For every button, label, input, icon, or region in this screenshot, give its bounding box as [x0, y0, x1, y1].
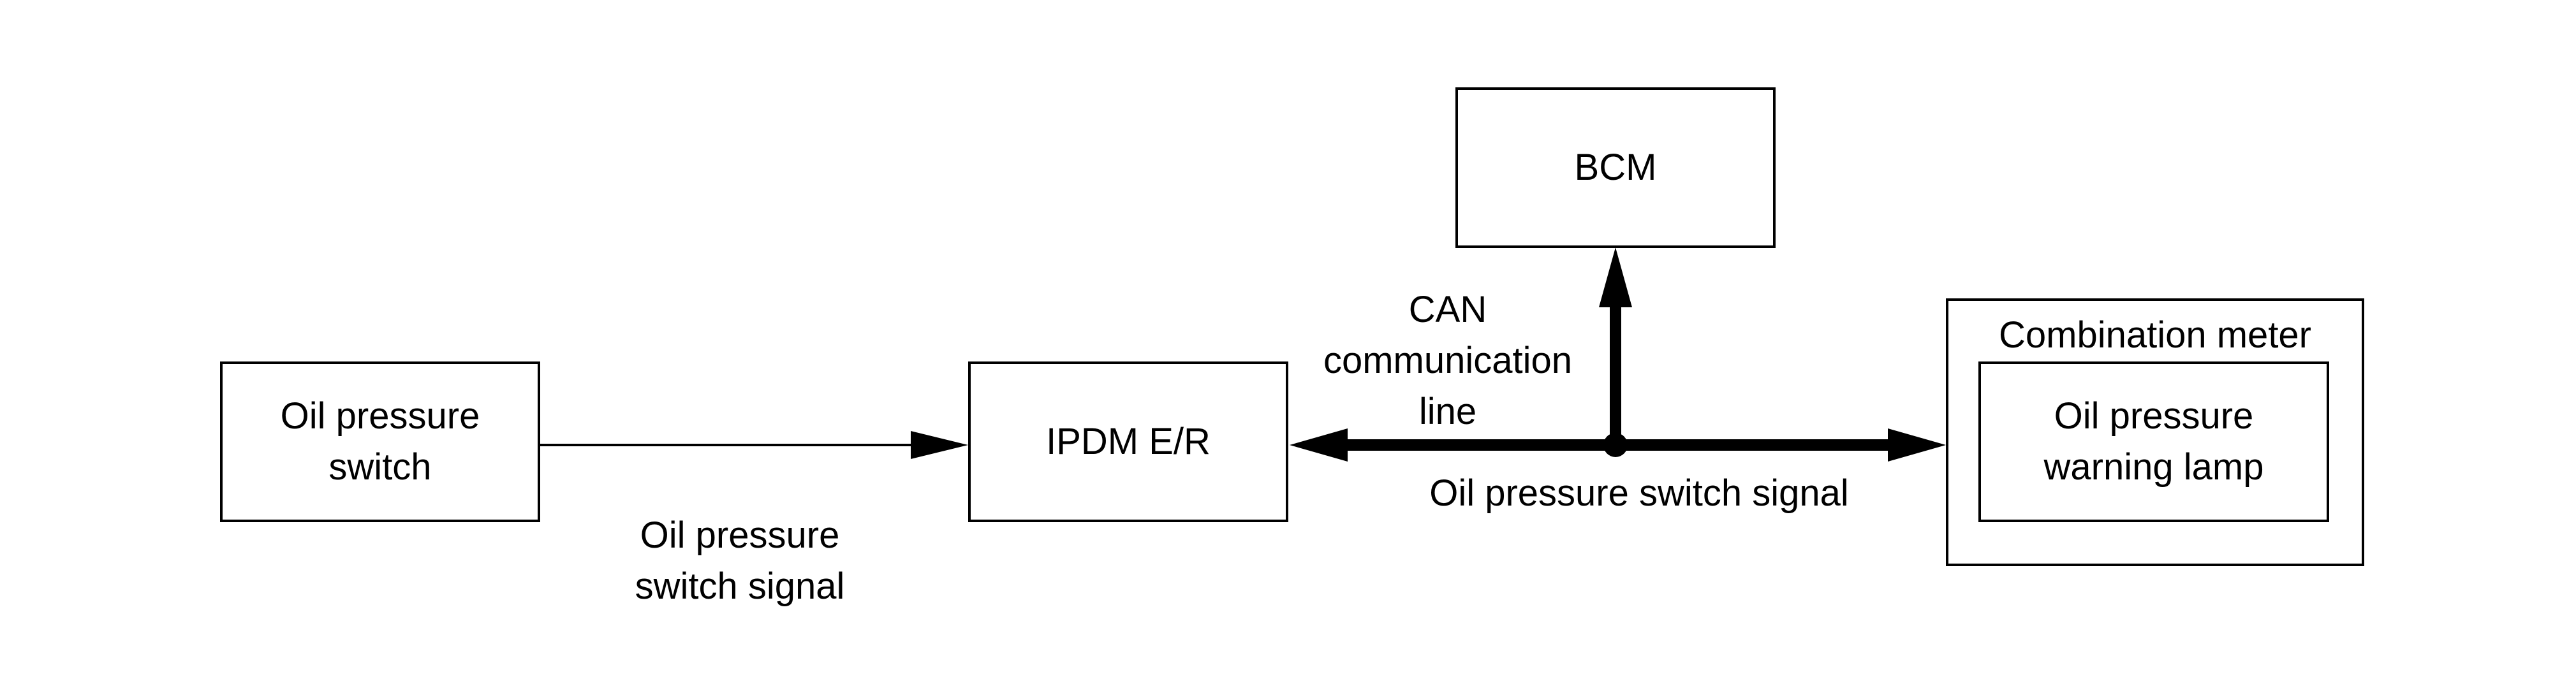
oil-pressure-switch-box: Oil pressure switch — [220, 361, 540, 522]
oil-pressure-warning-lamp-box: Oil pressure warning lamp — [1978, 361, 2329, 522]
combination-meter-label: Combination meter — [1999, 314, 2311, 356]
can-to-bcm-arrowhead — [1599, 247, 1632, 307]
switch-to-ipdm-arrowhead — [911, 431, 968, 459]
can-junction-dot — [1603, 433, 1628, 457]
can-to-ipdm-arrowhead — [1290, 428, 1348, 462]
can-communication-line-label: CAN communication line — [1323, 289, 1573, 432]
switch-signal-can-label: Oil pressure switch signal — [1429, 472, 1849, 514]
switch-signal-label: Oil pressure switch signal — [635, 514, 845, 607]
can-to-meter-arrowhead — [1888, 428, 1946, 462]
ipdm-er-box: IPDM E/R — [968, 361, 1288, 522]
bcm-box: BCM — [1455, 87, 1776, 248]
